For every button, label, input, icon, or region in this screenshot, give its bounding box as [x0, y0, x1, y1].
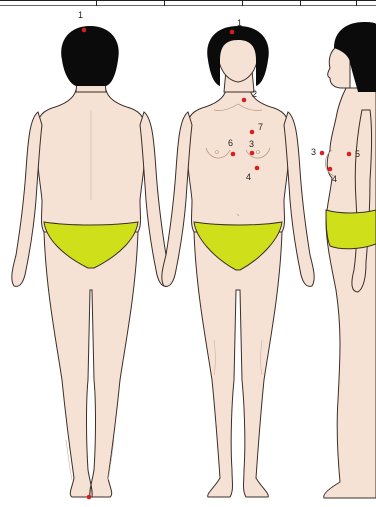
marker-label-front-4: 4 — [246, 172, 251, 182]
marker-label-front-3: 3 — [249, 139, 254, 149]
front-right-arm — [284, 112, 314, 286]
marker-label-back-1: 1 — [78, 10, 83, 20]
marker-label-front-1: 1 — [237, 18, 242, 28]
marker-label-front-7: 7 — [258, 122, 263, 132]
marker-dot-side-3 — [320, 151, 325, 156]
marker-dot-front-6 — [231, 152, 236, 157]
figure-back-view — [12, 26, 170, 497]
front-torso — [186, 90, 290, 232]
figure-side-view — [324, 22, 376, 498]
marker-dot-side-4 — [328, 167, 333, 172]
marker-label-front-2: 2 — [252, 89, 257, 99]
marker-dot-front-3 — [250, 151, 255, 156]
marker-label-front-6: 6 — [228, 138, 233, 148]
marker-dot-front-7 — [250, 130, 255, 135]
marker-label-side-5: 5 — [355, 149, 360, 159]
back-left-arm — [12, 112, 42, 286]
marker-dot-back-1 — [82, 28, 87, 33]
back-legs — [44, 232, 138, 497]
figure-front-view — [162, 26, 314, 497]
marker-dot-front-1 — [230, 30, 235, 35]
marker-dot-front-4 — [255, 166, 260, 171]
front-legs — [194, 232, 282, 497]
side-underwear — [326, 210, 376, 249]
marker-dot-back-foot — [87, 495, 92, 500]
marker-dot-side-5 — [347, 152, 352, 157]
marker-label-side-3: 3 — [311, 147, 316, 157]
marker-label-side-4: 4 — [332, 174, 337, 184]
front-left-arm — [162, 112, 192, 286]
back-hair — [61, 26, 119, 86]
marker-dot-front-2 — [242, 98, 247, 103]
